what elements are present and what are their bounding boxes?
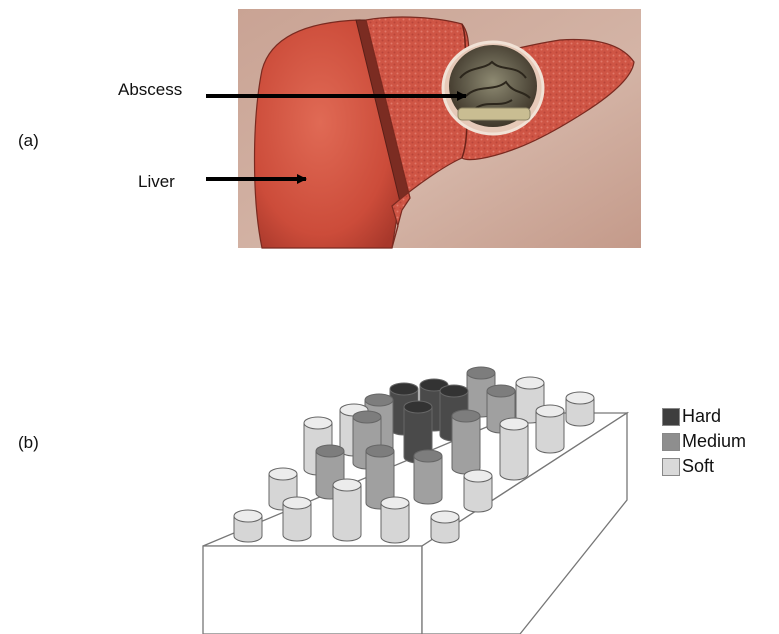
stiffness-legend: Hard Medium Soft <box>662 404 746 479</box>
inclusion-top <box>316 445 344 457</box>
legend-swatch-medium <box>662 433 680 451</box>
inclusion-medium <box>452 410 480 474</box>
inclusion-top <box>333 479 361 491</box>
inclusion-soft <box>536 405 564 453</box>
legend-item-soft: Soft <box>662 454 746 479</box>
inclusion-top <box>381 497 409 509</box>
inclusion-soft <box>500 418 528 480</box>
inclusion-top <box>414 450 442 462</box>
inclusion-top <box>566 392 594 404</box>
inclusion-soft <box>234 510 262 542</box>
liver-illustration <box>206 9 641 248</box>
legend-item-hard: Hard <box>662 404 746 429</box>
inclusion-medium <box>414 450 442 504</box>
legend-swatch-soft <box>662 458 680 476</box>
inclusion-body <box>414 456 442 504</box>
legend-label-hard: Hard <box>682 406 721 427</box>
inclusion-top <box>390 383 418 395</box>
inclusion-top <box>464 470 492 482</box>
legend-label-soft: Soft <box>682 456 714 477</box>
inclusion-top <box>404 401 432 413</box>
inclusion-top <box>353 411 381 423</box>
inclusion-top <box>452 410 480 422</box>
block-front-face <box>203 546 422 634</box>
inclusion-soft <box>464 470 492 512</box>
inclusion-soft <box>333 479 361 541</box>
inclusion-soft <box>431 511 459 543</box>
inclusion-top <box>440 385 468 397</box>
inclusion-top <box>283 497 311 509</box>
inclusion-top <box>500 418 528 430</box>
inclusion-top <box>487 385 515 397</box>
inclusion-top <box>234 510 262 522</box>
inclusion-top <box>366 445 394 457</box>
inclusion-top <box>269 468 297 480</box>
legend-swatch-hard <box>662 408 680 426</box>
inclusion-top <box>467 367 495 379</box>
inclusion-body <box>333 485 361 541</box>
legend-item-medium: Medium <box>662 429 746 454</box>
inclusion-soft <box>566 392 594 426</box>
inclusion-top <box>304 417 332 429</box>
inclusion-top <box>365 394 393 406</box>
inclusion-body <box>500 424 528 480</box>
inclusion-soft <box>381 497 409 543</box>
legend-label-medium: Medium <box>682 431 746 452</box>
inclusion-soft <box>283 497 311 541</box>
inclusion-top <box>536 405 564 417</box>
inclusion-top <box>516 377 544 389</box>
inclusion-top <box>431 511 459 523</box>
inclusion-body <box>452 416 480 474</box>
abscess-fluid-level <box>458 108 530 120</box>
